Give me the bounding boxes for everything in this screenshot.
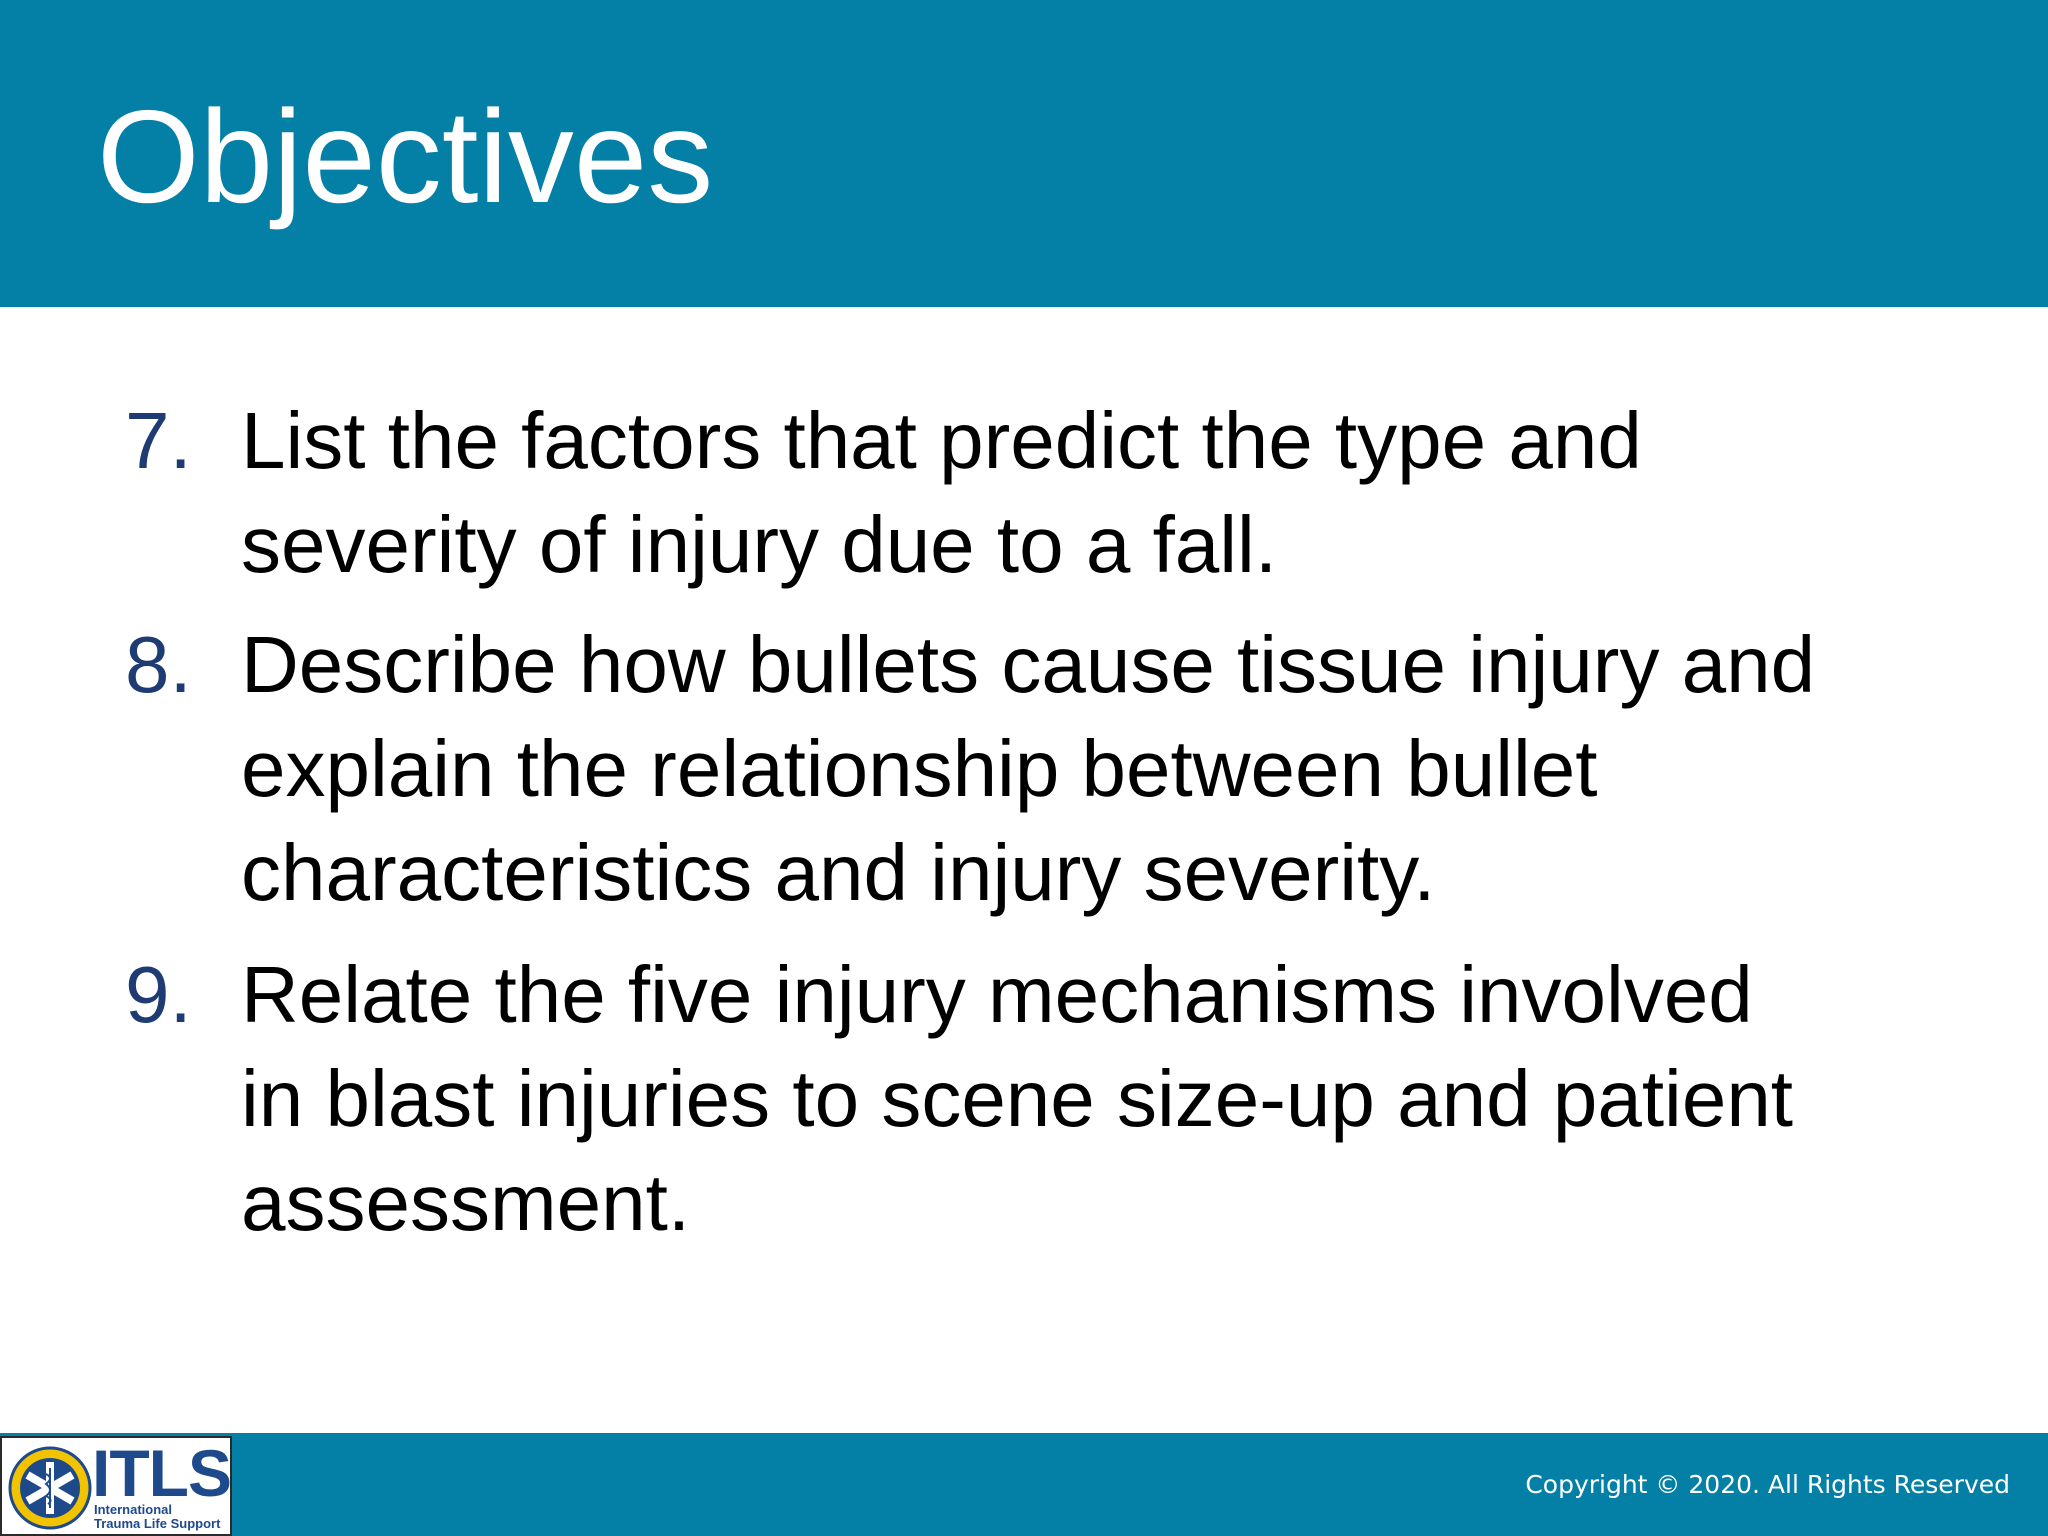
- objective-number: 7.: [125, 396, 192, 485]
- objective-number: 8.: [125, 620, 192, 709]
- objectives-list: 7. List the factors that predict the typ…: [125, 396, 1816, 1247]
- objective-text-line: List the factors that predict the type a…: [241, 396, 1642, 485]
- objective-number: 9.: [125, 950, 192, 1039]
- objective-text-line: assessment.: [241, 1158, 691, 1247]
- objective-text-line: Describe how bullets cause tissue injury…: [241, 620, 1816, 709]
- footer-bar: [0, 1433, 2048, 1536]
- logo-subtitle-line: International: [94, 1502, 173, 1517]
- itls-logo: ITLS International Trauma Life Support: [0, 1436, 232, 1536]
- star-of-life-icon: [8, 1446, 92, 1530]
- objective-text-line: severity of injury due to a fall.: [241, 500, 1278, 589]
- objective-text-line: explain the relationship between bullet: [241, 724, 1598, 813]
- logo-subtitle-line: Trauma Life Support: [94, 1516, 221, 1531]
- objective-text-line: characteristics and injury severity.: [241, 828, 1436, 917]
- objective-text-line: Relate the five injury mechanisms involv…: [241, 950, 1753, 1039]
- objective-text-line: in blast injuries to scene size-up and p…: [241, 1054, 1794, 1143]
- slide-title: Objectives: [97, 83, 714, 230]
- logo-wordmark: ITLS: [92, 1436, 232, 1510]
- header-bar: [0, 0, 2048, 307]
- copyright-notice: Copyright © 2020. All Rights Reserved: [1525, 1470, 2010, 1499]
